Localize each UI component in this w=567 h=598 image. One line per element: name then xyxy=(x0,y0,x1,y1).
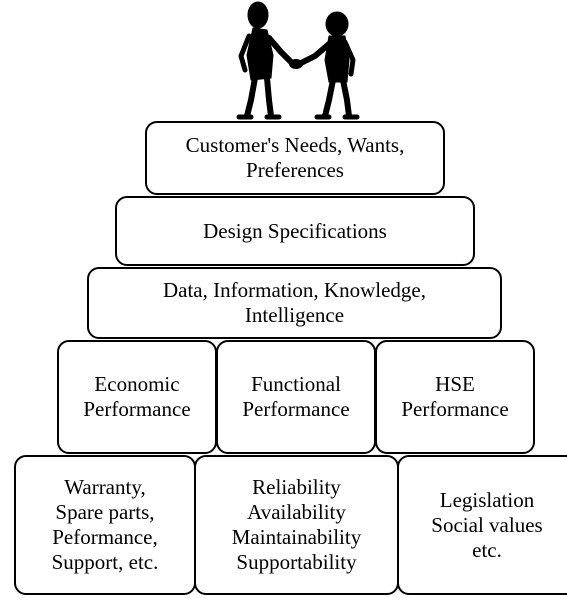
warranty-support-label: Warranty, Spare parts, Peformance, Suppo… xyxy=(51,475,159,574)
legislation-social-label: Legislation Social values etc. xyxy=(431,487,543,562)
functional-performance-label: Functional Performance xyxy=(242,372,350,421)
reliability-availability-box: Reliability Availability Maintainability… xyxy=(194,455,399,595)
hse-performance-box: HSE Performance xyxy=(375,340,535,454)
customer-needs-label: Customer's Needs, Wants, Preferences xyxy=(185,133,405,182)
customer-needs-box: Customer's Needs, Wants, Preferences xyxy=(145,121,445,195)
design-specifications-box: Design Specifications xyxy=(115,196,475,266)
functional-performance-box: Functional Performance xyxy=(216,340,376,454)
warranty-support-box: Warranty, Spare parts, Peformance, Suppo… xyxy=(14,455,196,595)
hse-performance-label: HSE Performance xyxy=(401,372,509,421)
right-person-figure xyxy=(296,11,360,120)
handshake-icon xyxy=(225,0,375,122)
data-information-box: Data, Information, Knowledge, Intelligen… xyxy=(87,267,502,339)
legislation-social-box: Legislation Social values etc. xyxy=(397,455,567,595)
data-information-label: Data, Information, Knowledge, Intelligen… xyxy=(162,278,426,327)
handshake-hands xyxy=(289,59,303,69)
economic-performance-box: Economic Performance xyxy=(57,340,217,454)
reliability-availability-label: Reliability Availability Maintainability… xyxy=(231,475,362,574)
left-person-figure xyxy=(236,1,296,120)
economic-performance-label: Economic Performance xyxy=(83,372,191,421)
design-specifications-label: Design Specifications xyxy=(203,218,387,243)
